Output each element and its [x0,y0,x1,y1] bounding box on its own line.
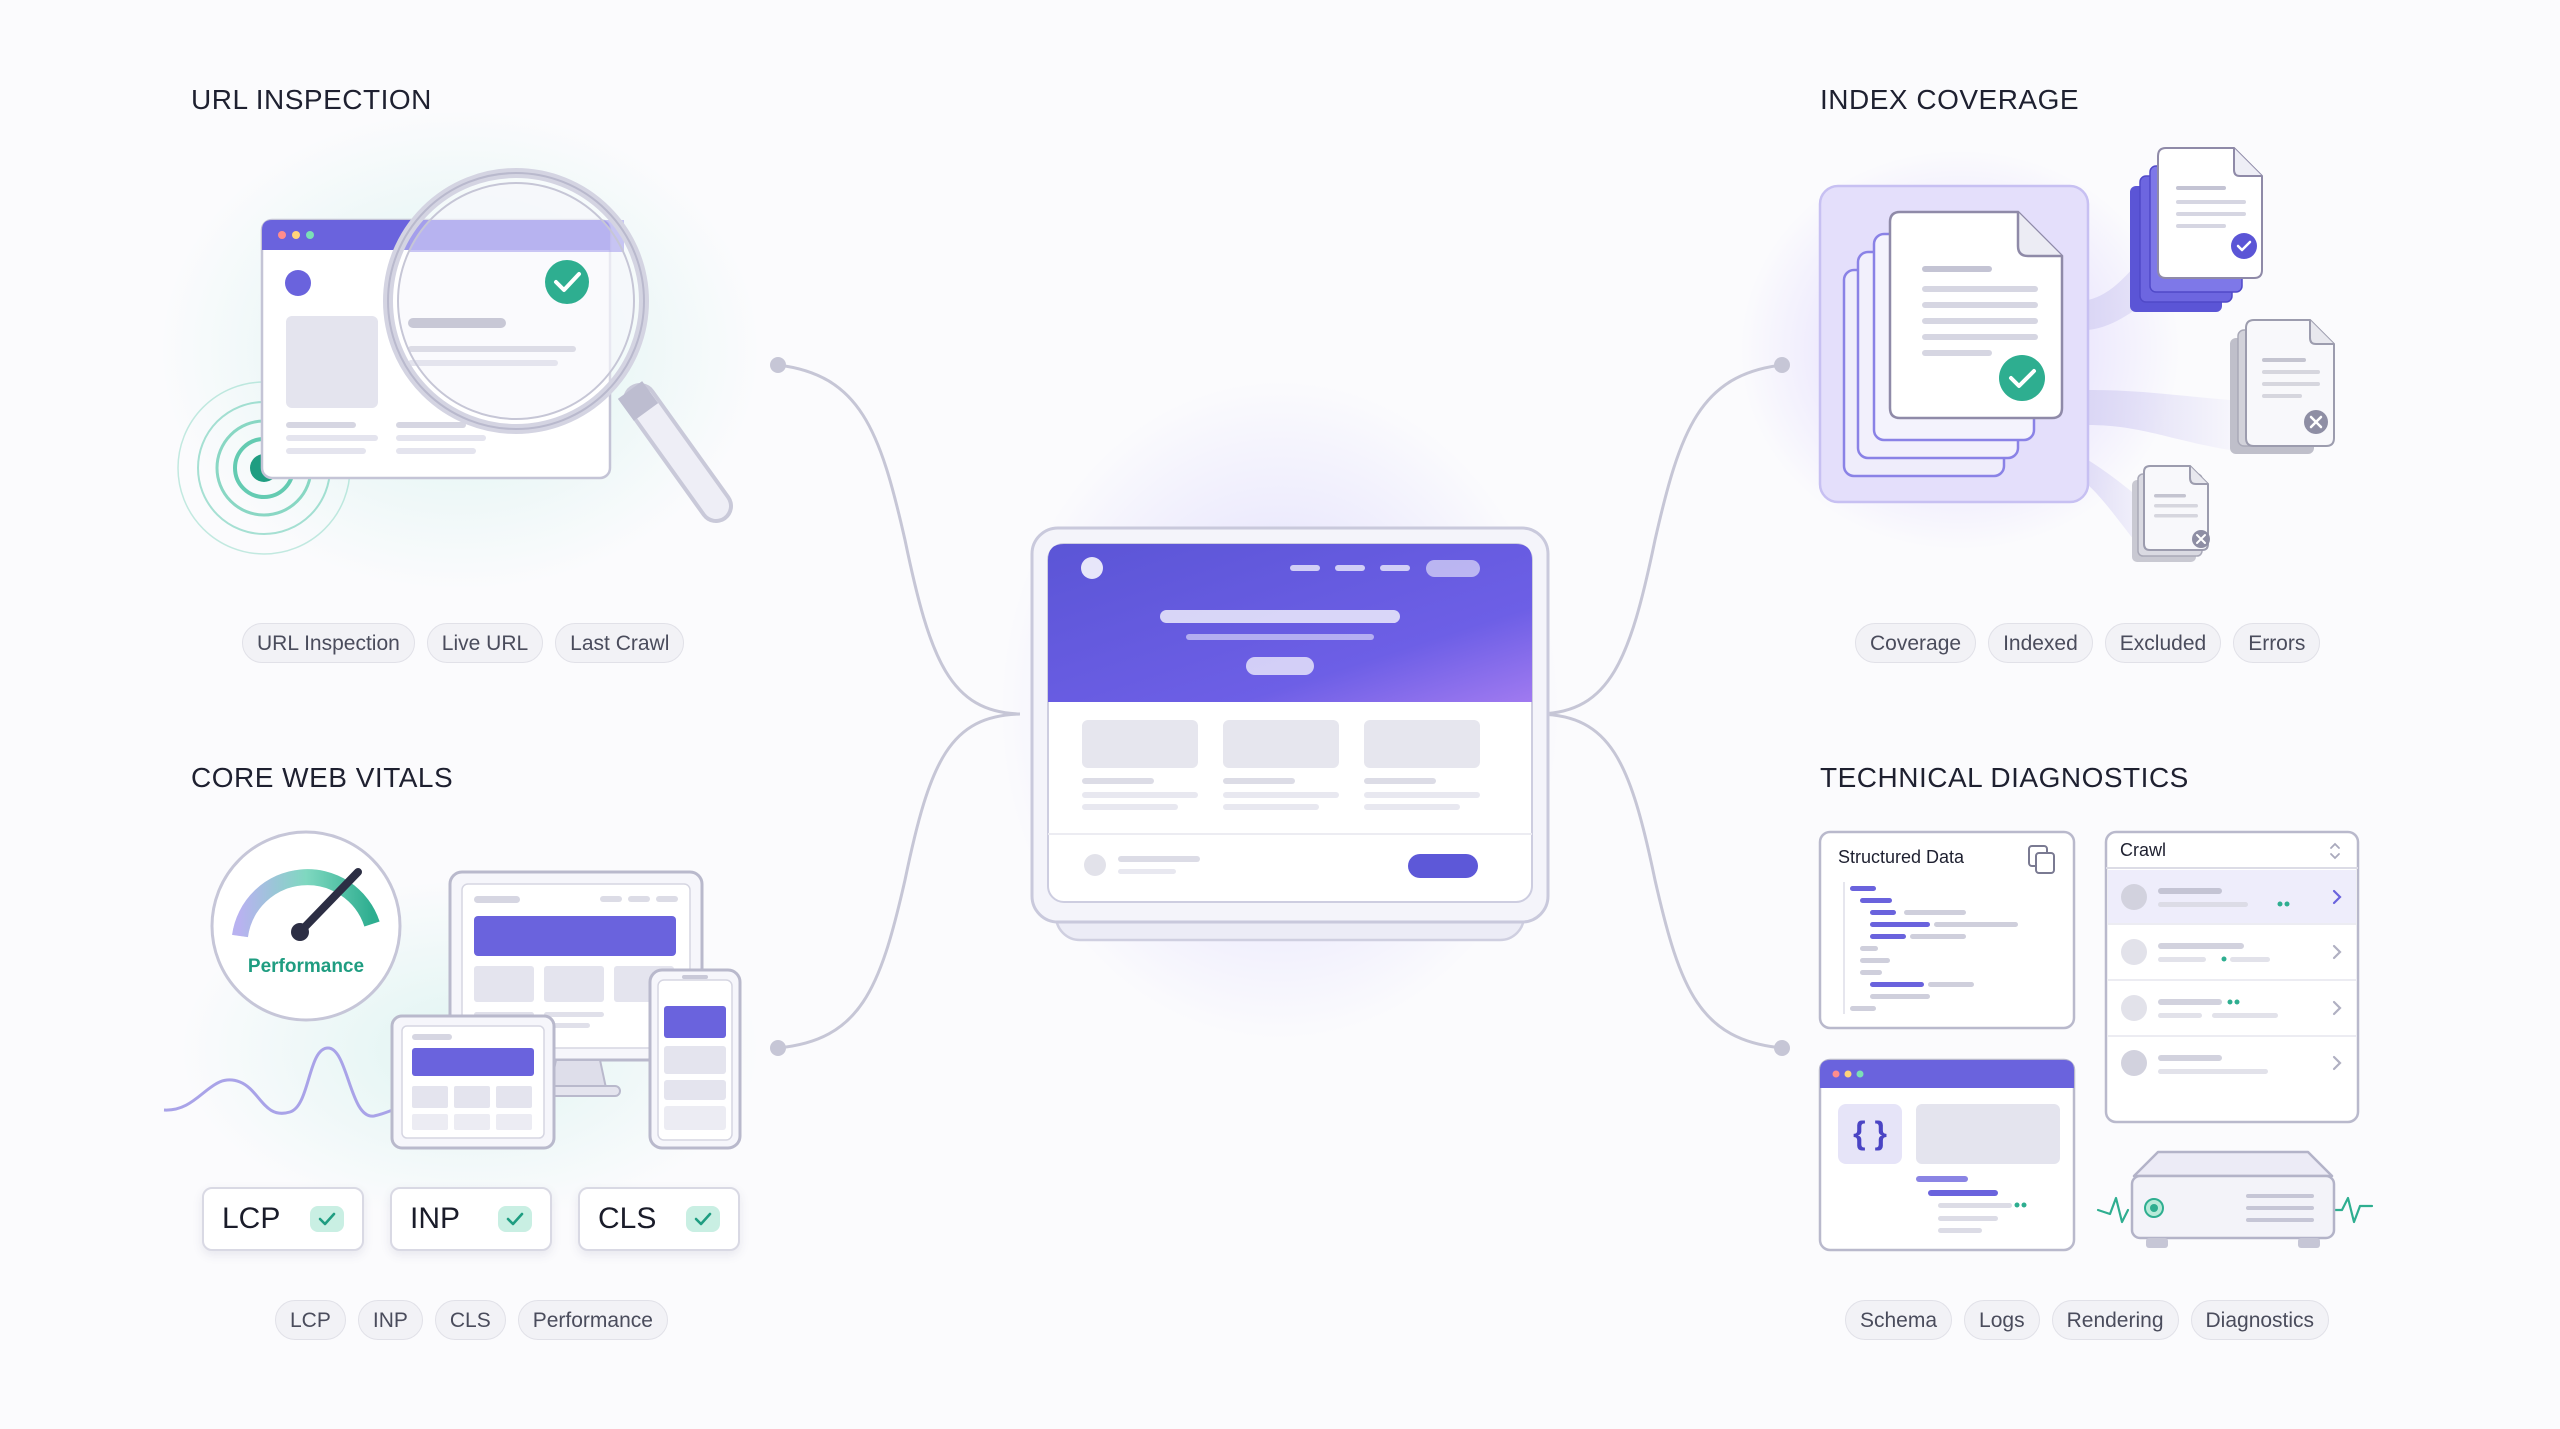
structured-data-title: Structured Data [1838,847,1965,867]
tag-rendering[interactable]: Rendering [2051,1300,2179,1340]
check-icon [310,1206,344,1232]
document-icon [1842,210,2064,478]
server-icon [2096,1150,2374,1248]
core-web-vitals-illustration: Performance [163,830,742,1150]
gauge-icon [210,830,402,1022]
tag-inp[interactable]: INP [357,1300,423,1340]
index-coverage-title: INDEX COVERAGE [1820,84,2080,115]
tag-schema[interactable]: Schema [1845,1300,1953,1340]
metric-inp-label: INP [410,1202,461,1235]
tag-excluded[interactable]: Excluded [2104,623,2222,663]
core-web-vitals-tags: LCP INP CLS Performance [275,1300,668,1340]
check-icon [1999,355,2045,401]
chevron-right-icon [2332,1055,2342,1071]
tag-cls[interactable]: CLS [434,1300,506,1340]
technical-diagnostics-illustration: { } [1818,830,2374,1252]
tag-diagnostics[interactable]: Diagnostics [2190,1300,2330,1340]
chevron-right-icon [2332,889,2342,905]
gauge-label: Performance [248,956,364,977]
url-inspection-illustration [177,168,733,555]
check-icon [498,1206,532,1232]
sort-arrows-icon [2330,842,2340,860]
technical-diagnostics-tags: Schema Logs Rendering Diagnostics [1845,1300,2330,1340]
url-inspection-tags: URL Inspection Live URL Last Crawl [242,623,685,663]
metric-cls[interactable]: CLS [578,1187,740,1251]
connector-core-web-vitals [777,712,1021,1050]
technical-diagnostics-title: TECHNICAL DIAGNOSTICS [1820,762,2189,793]
tag-coverage[interactable]: Coverage [1855,623,1977,663]
website-hub [1030,526,1550,942]
chevron-right-icon [2332,1000,2342,1016]
metric-lcp[interactable]: LCP [202,1187,364,1251]
chevron-right-icon [2332,944,2342,960]
metric-inp[interactable]: INP [390,1187,552,1251]
metric-lcp-label: LCP [222,1202,281,1235]
indexed-docs-icon [2130,147,2263,312]
copy-code-icon [2028,845,2055,874]
tag-indexed[interactable]: Indexed [1988,623,2093,663]
connector-technical-diagnostics [1539,712,1783,1050]
tag-lcp[interactable]: LCP [275,1300,346,1340]
error-docs-icon [2132,465,2210,562]
tag-errors[interactable]: Errors [2233,623,2321,663]
code-braces-glyph: { } [1853,1115,1887,1151]
url-inspection-title: URL INSPECTION [191,84,432,115]
index-coverage-tags: Coverage Indexed Excluded Errors [1855,623,2321,663]
metric-cls-label: CLS [598,1202,657,1235]
index-coverage-illustration [1818,147,2335,562]
check-icon [686,1206,720,1232]
connector-url-inspection [777,363,1021,716]
tag-logs[interactable]: Logs [1964,1300,2040,1340]
excluded-docs-icon [2230,319,2335,454]
tag-last-crawl[interactable]: Last Crawl [555,623,685,663]
tag-performance[interactable]: Performance [517,1300,668,1340]
crawl-title[interactable]: Crawl [2120,840,2167,860]
connector-index-coverage [1539,363,1783,716]
magnifier-icon [383,168,733,523]
tag-live-url[interactable]: Live URL [426,623,544,663]
check-icon [545,260,589,304]
core-web-vitals-title: CORE WEB VITALS [191,762,454,793]
tag-url-inspection[interactable]: URL Inspection [242,623,415,663]
